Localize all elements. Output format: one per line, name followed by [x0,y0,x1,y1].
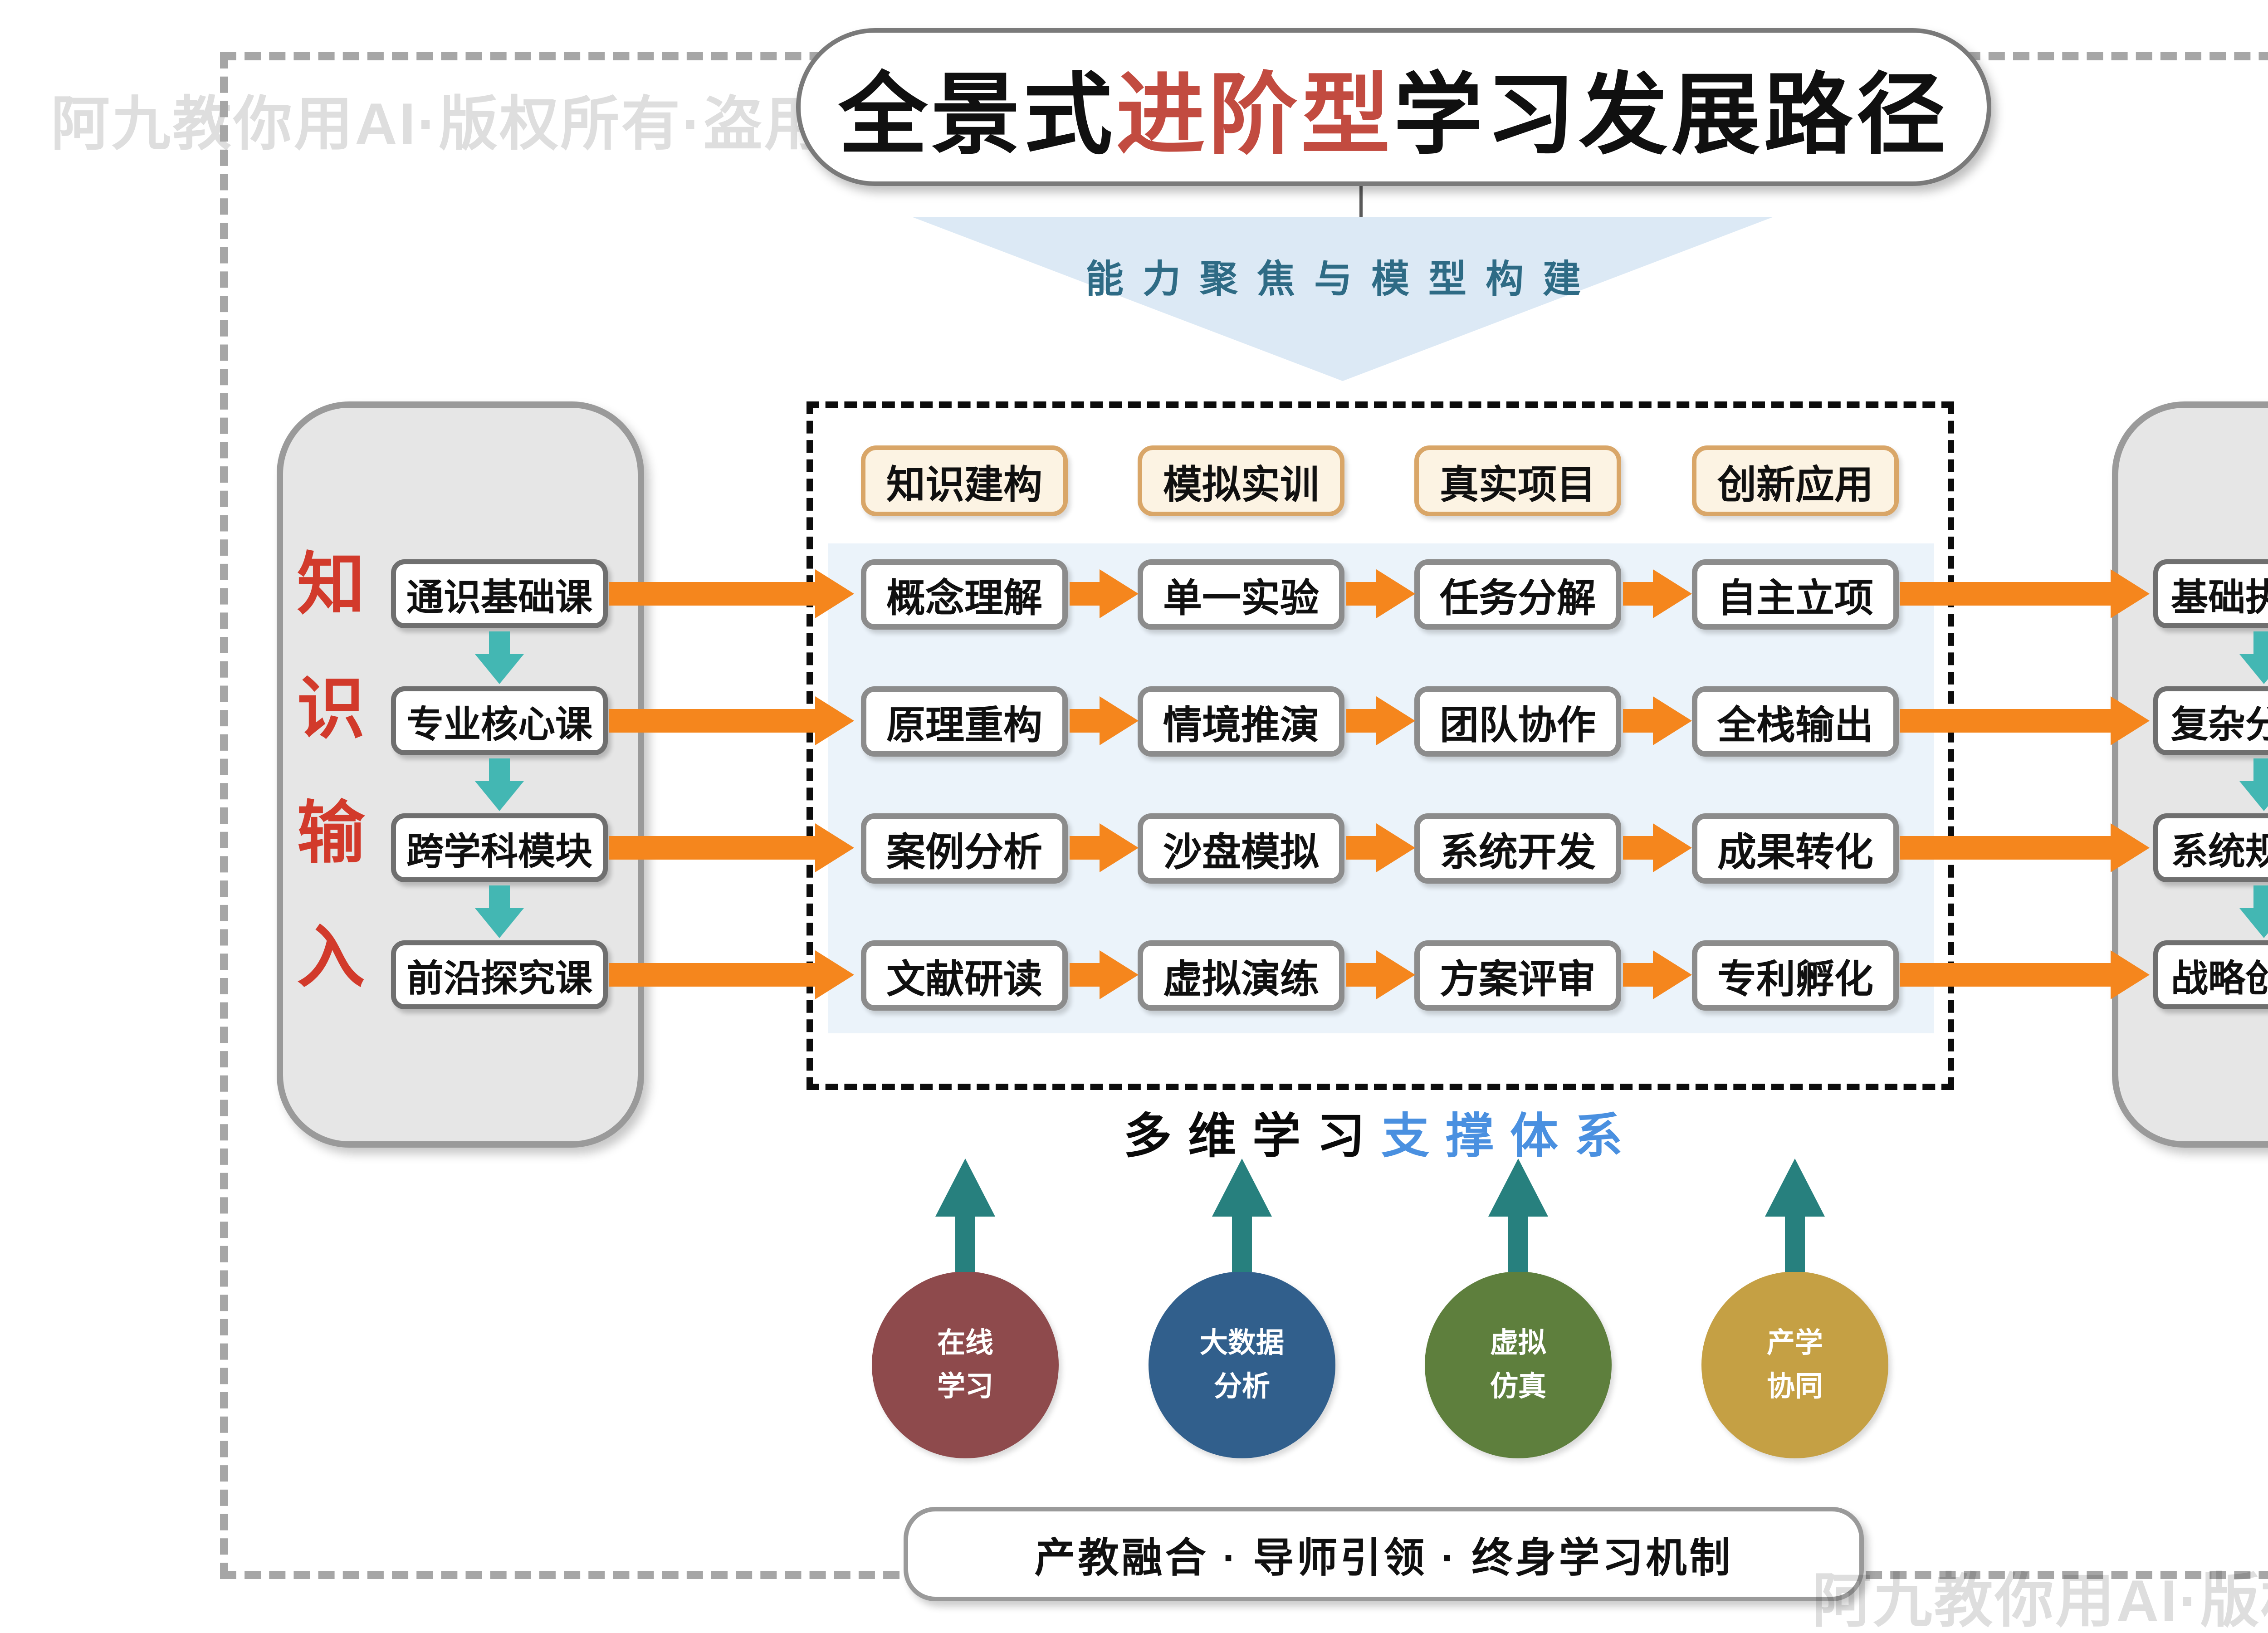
footer-mechanism-box: 产教融合 · 导师引领 · 终身学习机制 [904,1507,1864,1601]
flow-arrow-icon [609,696,854,745]
circle-label-line: 学习 [937,1371,993,1402]
matrix-cell: 全栈输出 [1692,686,1899,757]
support-circle-industry-academia: 产学 协同 [1701,1271,1888,1458]
flow-arrow-icon [609,950,854,999]
flow-arrow-icon [609,823,854,872]
matrix-cell: 单一实验 [1138,559,1344,630]
up-arrow-icon [1212,1159,1272,1272]
flow-arrow-icon [1070,569,1139,618]
down-arrow-icon [475,631,524,684]
flow-arrow-icon [1346,823,1415,872]
matrix-header: 知识建构 [861,445,1068,516]
right-item-box: 复杂分析力 [2153,686,2268,755]
matrix-cell: 案例分析 [861,813,1068,884]
title-prefix: 全景式 [838,65,1116,165]
right-item-box: 战略创新力 [2153,940,2268,1009]
left-item-box: 跨学科模块 [391,813,608,882]
circle-label-line: 协同 [1766,1371,1823,1402]
circle-label-line: 大数据 [1199,1327,1284,1359]
title-connector-line [1359,184,1363,219]
left-item-box: 专业核心课 [391,686,608,755]
matrix-cell: 原理重构 [861,686,1068,757]
flow-arrow-icon [609,569,854,618]
down-arrow-icon [475,758,524,811]
funnel-label: 能力聚焦与模型构建 [1085,258,1600,300]
title-suffix: 学习发展路径 [1393,65,1949,165]
watermark-top-left: 阿九教你用AI·版权所有·盗用必究 [51,91,947,157]
matrix-header: 真实项目 [1414,445,1621,516]
right-item-box: 基础执行力 [2153,559,2268,628]
matrix-cell: 概念理解 [861,559,1068,630]
matrix-cell: 团队协作 [1414,686,1621,757]
matrix-cell: 成果转化 [1692,813,1899,884]
flow-arrow-icon [1346,569,1415,618]
matrix-cell: 自主立项 [1692,559,1899,630]
flow-arrow-icon [1623,569,1692,618]
flow-arrow-icon [1346,950,1415,999]
support-title-blue: 支撑体系 [1381,1110,1639,1163]
up-arrow-icon [1765,1159,1825,1272]
matrix-cell: 虚拟演练 [1138,940,1344,1011]
matrix-header: 创新应用 [1692,445,1899,516]
matrix-cell: 文献研读 [861,940,1068,1011]
matrix-dashed-border [807,401,1954,1090]
flow-arrow-icon [1900,950,2150,999]
circle-label-line: 仿真 [1490,1371,1546,1402]
support-circle-big-data: 大数据 分析 [1149,1271,1335,1458]
left-item-box: 前沿探究课 [391,940,608,1009]
matrix-cell: 方案评审 [1414,940,1621,1011]
flow-arrow-icon [1900,569,2150,618]
support-title-black: 多维学习 [1124,1110,1381,1163]
matrix-cell: 专利孵化 [1692,940,1899,1011]
flow-arrow-icon [1623,823,1692,872]
flow-arrow-icon [1070,950,1139,999]
circle-label-line: 在线 [937,1327,993,1359]
support-system-title: 多维学习支撑体系 [828,1097,1934,1167]
circle-label-line: 虚拟 [1490,1327,1546,1359]
watermark-bottom-right: 阿九教你用AI·版权所有·盗用必究 [1812,1568,2268,1633]
support-circle-virtual-simulation: 虚拟 仿真 [1425,1271,1612,1458]
left-item-box: 通识基础课 [391,559,608,628]
flow-arrow-icon [1900,696,2150,745]
flow-arrow-icon [1623,696,1692,745]
matrix-cell: 沙盘模拟 [1138,813,1344,884]
flow-arrow-icon [1623,950,1692,999]
up-arrow-icon [935,1159,995,1272]
down-arrow-icon [2239,885,2268,938]
up-arrow-icon [1488,1159,1548,1272]
down-arrow-icon [475,885,524,938]
flow-arrow-icon [1346,696,1415,745]
knowledge-input-vertical-label: 知识输入 [287,548,363,1045]
flow-arrow-icon [1900,823,2150,872]
matrix-cell: 任务分解 [1414,559,1621,630]
flow-arrow-icon [1070,696,1139,745]
flow-arrow-icon [1070,823,1139,872]
support-circle-online-learning: 在线 学习 [872,1271,1059,1458]
matrix-cell: 情境推演 [1138,686,1344,757]
matrix-cell: 系统开发 [1414,813,1621,884]
title-highlight: 进阶型 [1116,65,1394,165]
knowledge-input-panel [277,401,644,1148]
circle-label-line: 分析 [1213,1371,1270,1402]
page-title: 全景式进阶型学习发展路径 [796,28,1991,186]
right-item-box: 系统规划力 [2153,813,2268,882]
matrix-header: 模拟实训 [1138,445,1344,516]
circle-label-line: 产学 [1766,1327,1823,1359]
down-arrow-icon [2239,758,2268,811]
down-arrow-icon [2239,631,2268,684]
